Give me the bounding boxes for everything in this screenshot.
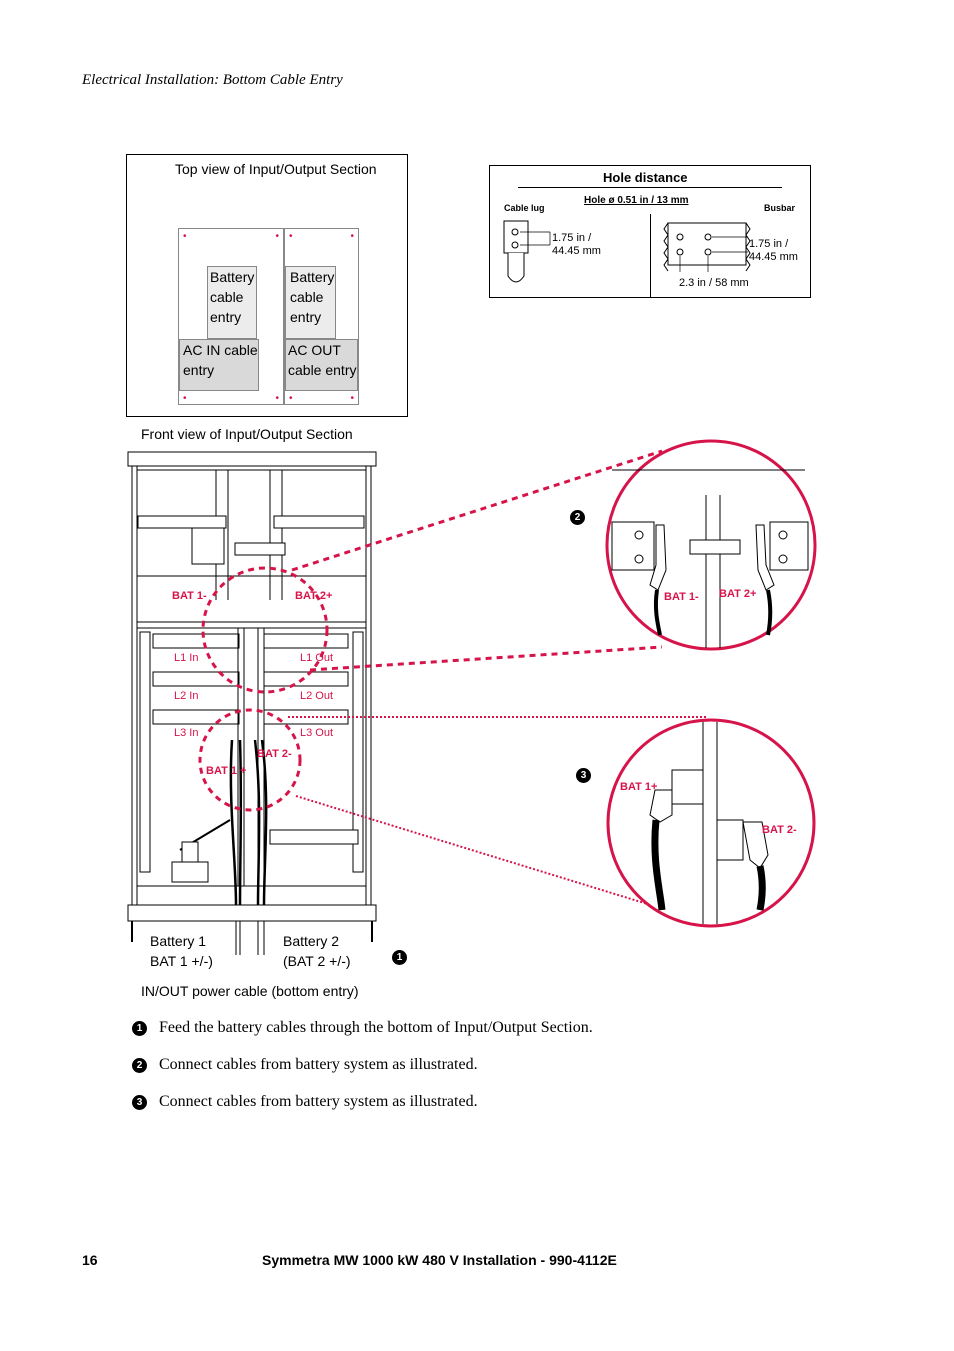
label-line: entry [210, 309, 242, 325]
step-3: 3 Connect cables from battery system as … [132, 1093, 478, 1111]
detail-upper-bat1-minus: BAT 1- [664, 591, 699, 603]
cable-lug-label: Cable lug [504, 203, 545, 213]
document-title: Symmetra MW 1000 kW 480 V Installation -… [262, 1252, 617, 1268]
label-line: entry [183, 362, 215, 378]
label-line: Battery [210, 269, 255, 285]
label-line: Battery 1 [150, 933, 207, 949]
step-text: Connect cables from battery system as il… [159, 1093, 478, 1110]
hole-distance-title: Hole distance [603, 170, 688, 185]
lug-distance-label: 1.75 in / 44.45 mm [552, 232, 601, 258]
step-text: Feed the battery cables through the bott… [159, 1019, 593, 1036]
ac-in-cable-entry: AC IN cable entry [179, 339, 259, 391]
label-line: Battery 2 [283, 933, 340, 949]
detail-upper-bat2-plus: BAT 2+ [719, 588, 757, 600]
label-line: AC IN cable [183, 342, 258, 358]
detail-lower-bat1-plus: BAT 1+ [620, 781, 658, 793]
hole-distance-table: Hole distance Cable lug Hole ø 0.51 in /… [489, 165, 811, 298]
l2-in-label: L2 In [174, 690, 199, 702]
step-number: 2 [132, 1057, 147, 1073]
bat1-minus-label: BAT 1- [172, 590, 207, 602]
ac-out-cable-entry: AC OUT cable entry [285, 339, 358, 391]
page-number: 16 [82, 1252, 98, 1268]
busbar-distance-label: 1.75 in / 44.45 mm [749, 238, 798, 264]
step-number: 3 [132, 1094, 147, 1110]
l3-in-label: L3 In [174, 727, 199, 739]
right-compartment: • • • • Battery cable entry AC OUT cable… [284, 228, 359, 405]
bat2-plus-label: BAT 2+ [295, 590, 333, 602]
label-line: (BAT 2 +/-) [283, 953, 351, 969]
step-text: Connect cables from battery system as il… [159, 1056, 478, 1073]
l1-out-label: L1 Out [300, 652, 334, 664]
step-number: 1 [132, 1020, 147, 1036]
label-line: Battery [290, 269, 335, 285]
left-compartment: • • • • Battery cable entry AC IN cable … [178, 228, 284, 405]
l3-out-label: L3 Out [300, 727, 334, 739]
label-line: BAT 1 +/-) [150, 953, 213, 969]
page-header: Electrical Installation: Bottom Cable En… [82, 72, 343, 88]
label-line: 1.75 in / [749, 238, 789, 250]
label-line: 44.45 mm [552, 245, 601, 257]
busbar-label: Busbar [764, 203, 796, 213]
battery-cable-entry-left: Battery cable entry [207, 266, 257, 339]
label-line: 44.45 mm [749, 251, 798, 263]
label-line: cable [290, 289, 324, 305]
label-line: cable entry [288, 362, 357, 378]
l1-in-label: L1 In [174, 652, 199, 664]
label-line: entry [290, 309, 322, 325]
lug-busbar-drawing [503, 220, 751, 283]
label-line: AC OUT [288, 342, 341, 358]
battery-cable-entry-right: Battery cable entry [285, 266, 336, 339]
front-view-title: Front view of Input/Output Section [141, 426, 353, 442]
l2-out-label: L2 Out [300, 690, 334, 702]
marker-1: 1 [392, 950, 407, 965]
top-view-panel: Top view of Input/Output Section • • • •… [126, 154, 408, 417]
detail-lower-bat2-minus: BAT 2- [762, 824, 797, 836]
label-line: cable [210, 289, 244, 305]
power-cable-label: IN/OUT power cable (bottom entry) [141, 983, 359, 999]
step-2: 2 Connect cables from battery system as … [132, 1056, 478, 1074]
bat1-plus-label: BAT 1 + [206, 765, 247, 777]
top-view-title: Top view of Input/Output Section [175, 161, 377, 177]
step-1: 1 Feed the battery cables through the bo… [132, 1019, 593, 1037]
marker-2: 2 [570, 510, 585, 525]
hole-diameter-label: Hole ø 0.51 in / 13 mm [584, 195, 689, 206]
marker-3: 3 [576, 768, 591, 783]
label-line: 1.75 in / [552, 232, 592, 244]
busbar-width-label: 2.3 in / 58 mm [679, 277, 749, 289]
bat2-minus-label: BAT 2- [257, 748, 292, 760]
battery2-label: Battery 2 (BAT 2 +/-) [283, 931, 351, 971]
battery1-label: Battery 1 BAT 1 +/-) [150, 931, 213, 971]
